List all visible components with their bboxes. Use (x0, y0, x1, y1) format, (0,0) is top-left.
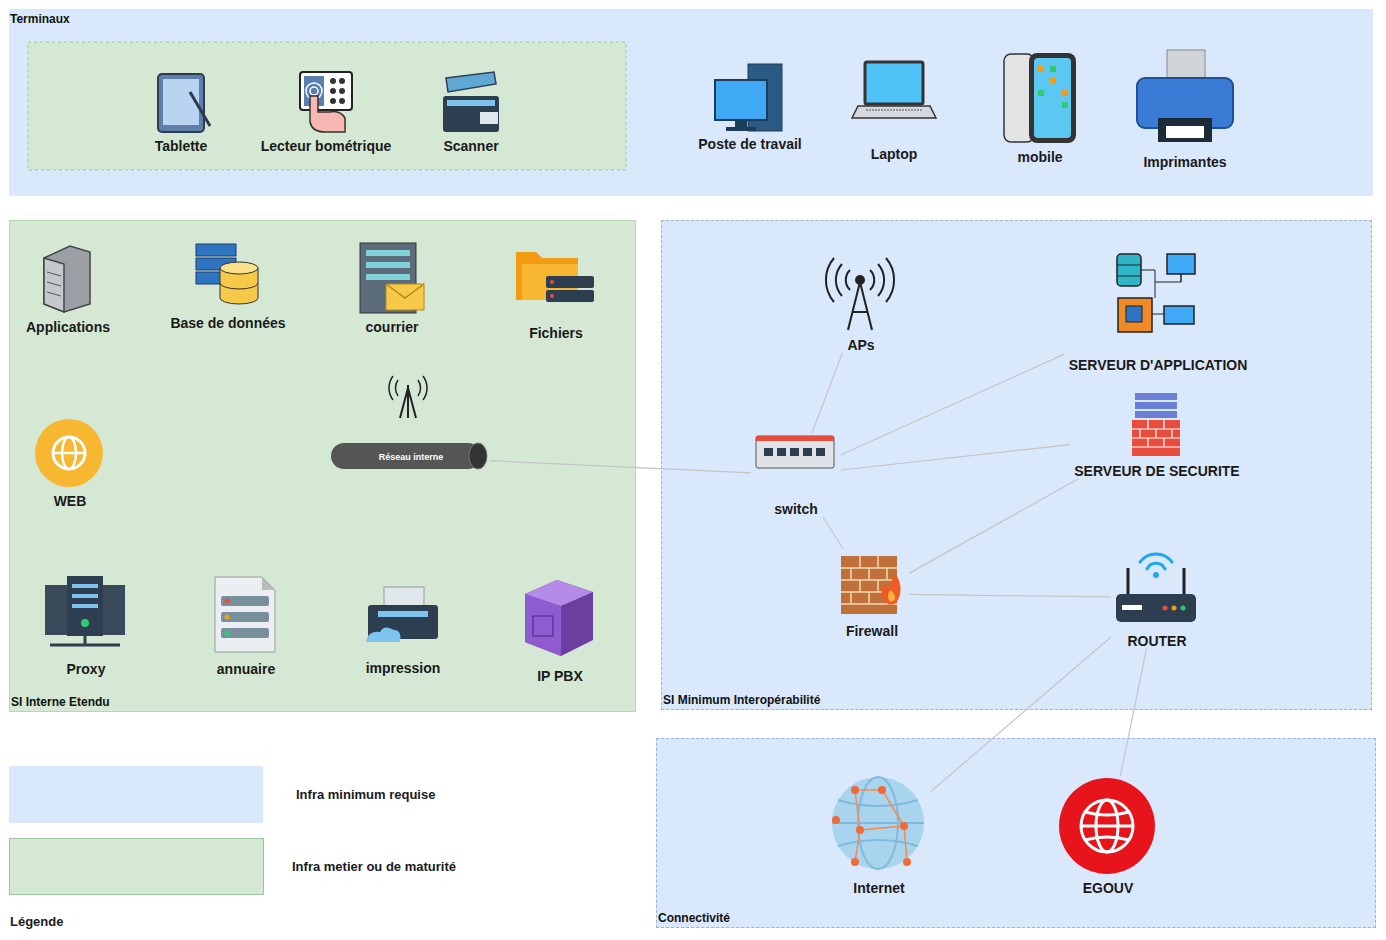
region-band: SI Interne Etendu Applications Base de don… (9, 220, 636, 712)
security-server-icon (1132, 393, 1180, 456)
legend-text: Infra metier ou de maturité (292, 859, 456, 874)
item-label: Scanner (443, 138, 498, 154)
icon-item: WEB (31, 419, 109, 509)
region-heading: SI Interne Etendu (11, 695, 110, 709)
ip-pbx-icon (525, 580, 593, 656)
icon-item: APs (826, 255, 896, 353)
item-label: Imprimantes (1143, 154, 1226, 170)
icon-item: Imprimantes (1130, 46, 1240, 170)
legend-swatch (9, 838, 264, 895)
icon-item: impression (359, 586, 447, 676)
legend-heading: Légende (10, 914, 63, 929)
item-label: SERVEUR DE SECURITE (1074, 463, 1239, 479)
icon-item: Firewall (835, 549, 909, 639)
item-label: Poste de travail (698, 136, 802, 152)
icon-item: EGOUV (1056, 776, 1160, 896)
directory-icon (215, 577, 275, 652)
connector-line (909, 594, 1111, 596)
connector-line (931, 637, 1111, 791)
icon-item: Base de données (161, 243, 295, 331)
icon-item: IP PBX (519, 579, 601, 684)
region-heading: Connectivité (658, 911, 730, 925)
item-label: Lecteur bométrique (261, 138, 392, 154)
icon-item: courrier (353, 243, 431, 335)
router-icon (1116, 554, 1196, 622)
item-label: Firewall (846, 623, 898, 639)
icon-item: annuaire (209, 576, 283, 677)
internet-icon (832, 777, 924, 869)
printer-icon (1137, 50, 1233, 142)
item-label: mobile (1017, 149, 1062, 165)
scanner-icon (443, 72, 499, 132)
item-label: SERVEUR D'APPLICATION (1069, 357, 1248, 373)
icon-item: mobile (998, 50, 1082, 165)
item-label: courrier (366, 319, 419, 335)
connector-line (841, 445, 1070, 470)
connector-line (490, 461, 751, 473)
icon-item: Laptop (848, 58, 940, 162)
item-label: WEB (54, 493, 87, 509)
icon-item: Scanner (436, 70, 506, 154)
proxy-icon (45, 576, 125, 645)
print-server-icon (366, 587, 438, 642)
network-pipe-icon (331, 376, 487, 469)
workstation-icon (715, 64, 782, 131)
firewall-icon (841, 556, 901, 614)
item-label: ROUTER (1127, 633, 1186, 649)
icon-item: Proxy (41, 575, 131, 677)
region-band: SI Minimum Interopérabilité APsSERVEUR D'… (661, 220, 1372, 710)
item-label: APs (847, 337, 874, 353)
file-server-icon (516, 252, 594, 302)
egouv-icon (1059, 778, 1155, 874)
connector-line (909, 479, 1078, 573)
icon-item: Internet (827, 776, 931, 896)
application-server-icon (1117, 254, 1195, 332)
item-label: Proxy (67, 661, 106, 677)
item-label: Réseau interne (379, 452, 444, 462)
mobile-icon (1004, 53, 1076, 143)
connector-line (812, 353, 842, 433)
icon-item: Poste de travail (690, 60, 810, 152)
item-label: Applications (26, 319, 110, 335)
switch-icon (756, 436, 834, 468)
item-label: Base de données (170, 315, 285, 331)
tablet-icon (158, 74, 210, 132)
item-label: Laptop (871, 146, 918, 162)
laptop-icon (852, 62, 936, 118)
biometric-icon (300, 72, 352, 132)
icon-item: Tablette (150, 70, 212, 154)
item-label: impression (366, 660, 441, 676)
connector-line (841, 354, 1065, 455)
web-icon (35, 419, 103, 487)
access-point-icon (826, 258, 894, 330)
item-label: EGOUV (1083, 880, 1134, 896)
region-band: Connectivité Internet EGOUV (656, 738, 1376, 928)
connector-line (823, 517, 843, 549)
icon-item: switch (751, 433, 841, 517)
mail-server-icon (360, 243, 424, 313)
item-label: annuaire (217, 661, 275, 677)
network-pipe: Réseau interne (332, 443, 490, 471)
icon-item: SERVEUR D'APPLICATION (1065, 251, 1252, 373)
icon-item: Applications (19, 243, 117, 335)
item-label: switch (774, 501, 818, 517)
legend-text: Infra minimum requise (296, 787, 435, 802)
item-label: IP PBX (537, 668, 583, 684)
item-label: Internet (853, 880, 904, 896)
legend-swatch (9, 766, 263, 823)
icon-item: Fichiers (509, 247, 603, 341)
database-icon (196, 244, 258, 304)
terminal-subarea (28, 42, 626, 170)
icon-item: SERVEUR DE SECURITE (1070, 391, 1244, 479)
region-heading: Terminaux (10, 12, 70, 26)
item-label: Tablette (155, 138, 208, 154)
icon-item: ROUTER (1111, 546, 1203, 649)
region-band: TerminauxTablette Lecteur bométrique Scann… (9, 9, 1373, 196)
region-heading: SI Minimum Interopérabilité (663, 693, 820, 707)
icon-item: Lecteur bométrique (257, 70, 396, 154)
item-label: Fichiers (529, 325, 583, 341)
server-tower-icon (44, 246, 90, 312)
connector-line (1120, 649, 1146, 776)
